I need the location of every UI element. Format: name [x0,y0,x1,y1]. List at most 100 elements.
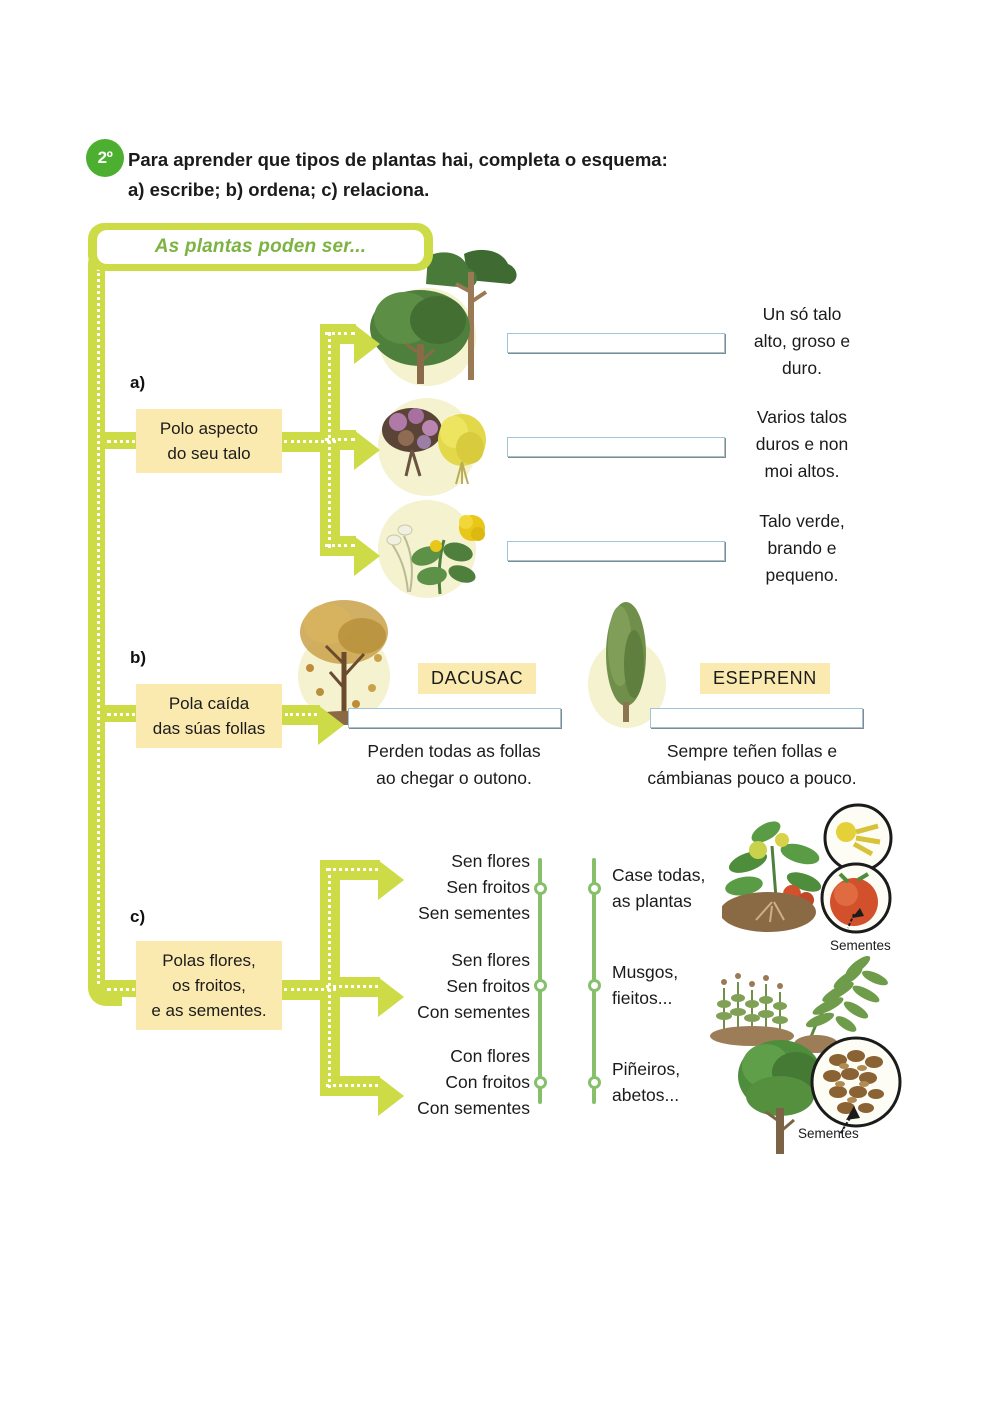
match-knob-left-2[interactable] [534,979,547,992]
caption-sementes-tomato: Sementes [830,938,891,953]
arrow-c1-head [378,860,404,900]
arrow-b-head [318,705,344,745]
match-knob-right-2[interactable] [588,979,601,992]
c-right-3-line1: Piñeiros, [612,1059,681,1079]
c-left-3-line3: Con sementes [417,1098,530,1118]
question-prompt: Para aprender que tipos de plantas hai, … [128,149,668,200]
description-a2-line3: moi altos. [764,461,840,481]
section-c-label-line3: e as sementes. [151,1001,267,1020]
c-left-group-3: Con flores Con froitos Con sementes [390,1043,530,1121]
description-a2-line1: Varios talos [756,407,848,427]
description-b2-line1: Sempre teñen follas e [666,741,838,761]
main-bracket-dotted-line [97,268,100,984]
description-b2-line2: cámbianas pouco a pouco. [647,768,857,788]
answer-input-a2[interactable] [507,437,725,457]
section-c-label: Polas flores, os froitos, e as sementes. [136,941,282,1030]
arrow-a1-head [354,324,380,364]
c-right-group-2: Musgos, fieitos... [612,959,752,1011]
description-a3-line3: pequeno. [765,565,839,585]
c-left-1-line2: Sen froitos [446,877,530,897]
description-a3: Talo verde, brando e pequeno. [735,508,869,589]
c-left-2-line3: Con sementes [417,1002,530,1022]
arrow-b-dotted [285,713,317,716]
c-left-3-line2: Con froitos [445,1072,530,1092]
c-left-group-1: Sen flores Sen froitos Sen sementes [390,848,530,926]
c-left-2-line1: Sen flores [451,950,530,970]
description-a1: Un só talo alto, groso e duro. [735,301,869,382]
section-a-label-line2: do seu talo [167,444,251,463]
arrow-a-stem-dotted [284,440,336,443]
answer-input-a3[interactable] [507,541,725,561]
description-a1-line1: Un só talo [762,304,842,324]
c-right-group-3: Piñeiros, abetos... [612,1056,752,1108]
description-a1-line3: duro. [782,358,822,378]
description-a1-line2: alto, groso e [753,331,851,351]
match-knob-left-3[interactable] [534,1076,547,1089]
description-b1-line2: ao chegar o outono. [376,768,532,788]
c-right-3-line2: abetos... [612,1085,680,1105]
arrow-a1-dotted [325,332,355,335]
pine-cone-art [738,1036,902,1154]
section-b-label-line1: Pola caída [168,694,250,713]
deciduous-tree-art [300,600,388,725]
cypress-tree-art [606,602,646,722]
arrow-a2-head [354,430,380,470]
arrow-c2-head [378,977,404,1017]
answer-input-b2[interactable] [650,708,863,728]
description-a3-line2: brando e [767,538,837,558]
section-b-letter: b) [130,648,147,667]
arrow-a2-dotted [325,438,355,441]
description-a2-line2: duros e non [755,434,849,454]
c-right-1-line1: Case todas, [612,865,706,885]
arrow-c-stem-dotted [284,988,336,991]
arrow-a3-head [354,536,380,576]
arrow-a3-dotted [325,544,355,547]
section-b-label: Pola caída das súas follas [136,684,282,748]
main-bracket [88,246,122,1006]
arrow-c2-dotted [326,985,378,988]
section-a-label-line1: Polo aspecto [159,419,259,438]
stub-b-dotted [107,713,143,716]
shrub-art [382,408,486,485]
match-knob-right-3[interactable] [588,1076,601,1089]
description-a3-line1: Talo verde, [759,511,845,531]
c-right-group-1: Case todas, as plantas [612,862,752,914]
tree-art [370,249,517,384]
title-pill: As plantas poden ser... [88,223,433,271]
c-left-1-line1: Sen flores [451,851,530,871]
c-right-1-line2: as plantas [612,891,692,911]
section-c-letter: c) [130,907,146,926]
description-b2: Sempre teñen follas e cámbianas pouco a … [608,738,896,792]
c-left-group-2: Sen flores Sen froitos Con sementes [390,947,530,1025]
arrow-c-trunk-dotted [328,868,331,1088]
section-c-label-line2: os froitos, [172,976,246,995]
section-a-letter: a) [130,373,146,392]
c-right-2-line1: Musgos, [612,962,679,982]
section-c-label-line1: Polas flores, [162,951,256,970]
c-left-1-line3: Sen sementes [418,903,530,923]
answer-input-a1[interactable] [507,333,725,353]
match-knob-right-1[interactable] [588,882,601,895]
description-b1: Perden todas as follas ao chegar o outon… [330,738,578,792]
title-pill-inner: As plantas poden ser... [97,230,424,264]
scrambled-word-dacusac: DACUSAC [418,663,537,694]
answer-input-b1[interactable] [348,708,561,728]
caption-sementes-pine: Sementes [798,1126,859,1141]
arrow-c3-head [378,1076,404,1116]
title-pill-label: As plantas poden ser... [154,236,367,257]
section-a-label: Polo aspecto do seu talo [136,409,282,473]
herb-art [386,515,485,595]
description-b1-line1: Perden todas as follas [367,741,541,761]
arrow-c1-dotted [326,868,378,871]
match-knob-left-1[interactable] [534,882,547,895]
stub-a-dotted [107,440,143,443]
arrow-c3-dotted [326,1084,378,1087]
description-a2: Varios talos duros e non moi altos. [735,404,869,485]
c-right-2-line2: fieitos... [612,988,673,1008]
scrambled-word-eseprenn: ESEPRENN [700,663,830,694]
tomato-plant-art [722,803,893,934]
c-left-2-line2: Sen froitos [446,976,530,996]
c-left-3-line1: Con flores [450,1046,530,1066]
stub-c-dotted [107,988,143,991]
